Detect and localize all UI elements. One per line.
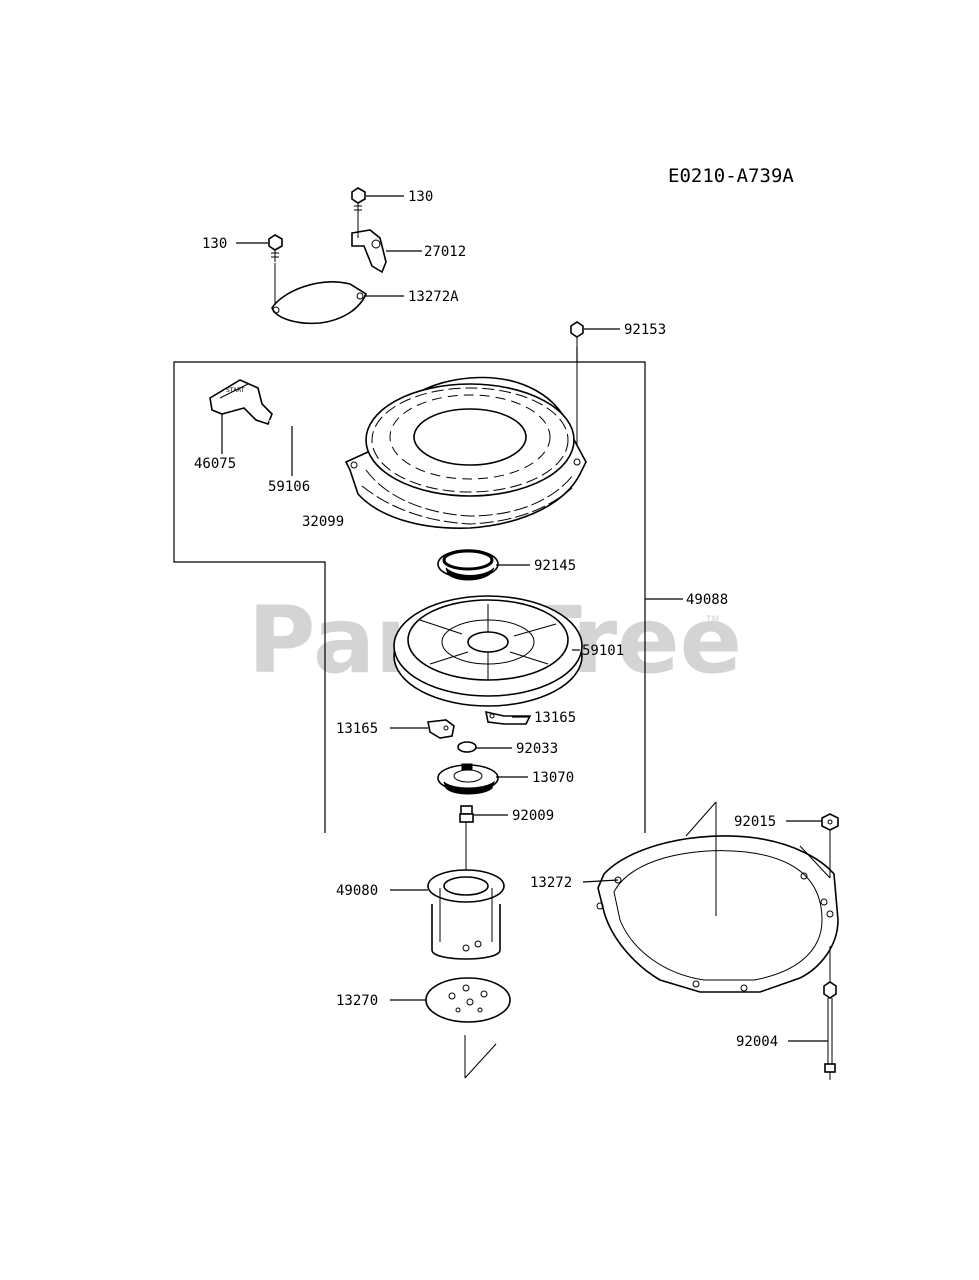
label-49080: 49080 xyxy=(336,883,378,899)
ratchet-13070 xyxy=(437,763,499,795)
label-59106: 59106 xyxy=(268,479,310,495)
stud-bolt-92004 xyxy=(823,981,837,1080)
label-46075: 46075 xyxy=(194,456,236,472)
label-130-top: 130 xyxy=(408,189,433,205)
reel-59101 xyxy=(393,595,583,707)
label-32099: 32099 xyxy=(302,514,344,530)
watermark-trademark: TM xyxy=(705,615,719,625)
label-92033: 92033 xyxy=(516,741,558,757)
label-59101: 59101 xyxy=(582,643,624,659)
label-49088: 49088 xyxy=(686,592,728,608)
bolt-130-top xyxy=(351,187,366,214)
spring-92145 xyxy=(437,549,499,581)
label-13165-left: 13165 xyxy=(336,721,378,737)
callout-labels: 130 130 27012 13272A 92153 46075 59106 3… xyxy=(194,189,778,1050)
label-130-left: 130 xyxy=(202,236,227,252)
drum-49080 xyxy=(427,869,505,960)
starter-case-32099 xyxy=(344,376,587,529)
washer-92033 xyxy=(457,741,477,753)
plate-13270 xyxy=(425,977,511,1023)
label-27012: 27012 xyxy=(424,244,466,260)
label-92004: 92004 xyxy=(736,1034,778,1050)
handle-46075: START xyxy=(209,379,273,425)
label-13272A: 13272A xyxy=(408,289,459,305)
gasket-13272 xyxy=(596,835,839,993)
label-92015: 92015 xyxy=(734,814,776,830)
bolt-92153 xyxy=(570,321,584,347)
label-13272: 13272 xyxy=(530,875,572,891)
label-13070: 13070 xyxy=(532,770,574,786)
bolt-92009 xyxy=(459,805,474,870)
diagram-code: E0210-A739A xyxy=(668,165,794,187)
nut-92015 xyxy=(821,813,839,831)
bolt-130-left xyxy=(268,234,283,262)
assembly-bracket xyxy=(173,347,683,833)
label-92009: 92009 xyxy=(512,808,554,824)
cover-plate-13272A xyxy=(271,281,368,325)
pawl-13165-left xyxy=(427,719,455,739)
svg-text:START: START xyxy=(226,387,245,394)
label-13165-right: 13165 xyxy=(534,710,576,726)
label-13270: 13270 xyxy=(336,993,378,1009)
pawl-13165-right xyxy=(484,710,532,725)
label-92145: 92145 xyxy=(534,558,576,574)
label-92153: 92153 xyxy=(624,322,666,338)
rope-59106 xyxy=(268,406,357,434)
bracket-27012 xyxy=(351,214,387,274)
